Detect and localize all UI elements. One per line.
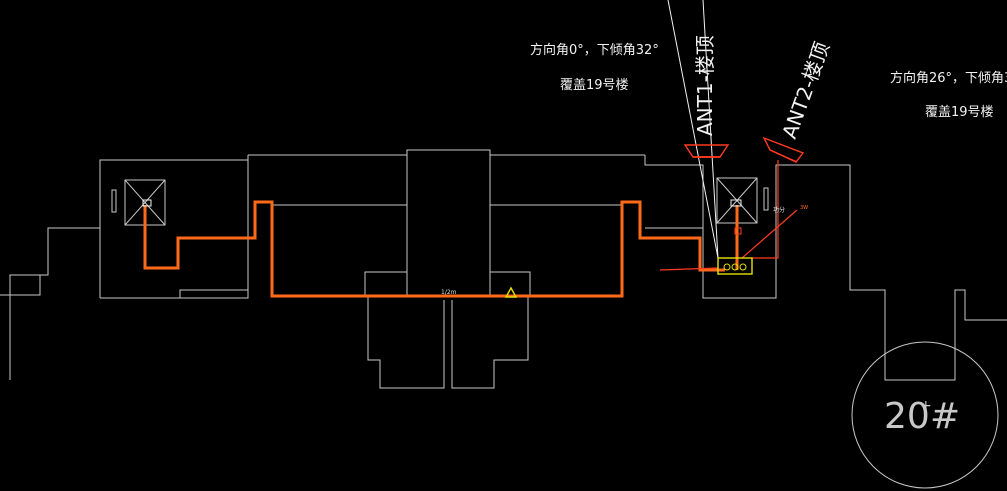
right-shaft-door xyxy=(763,187,769,211)
splitter-tag: 功分 xyxy=(773,206,785,214)
coupler xyxy=(734,227,742,235)
antenna-rays xyxy=(667,0,719,259)
lower-left-projection xyxy=(367,296,445,389)
building-number: 20 xyxy=(884,396,930,437)
splitter-box xyxy=(717,257,753,275)
building-suffix: # xyxy=(930,396,960,437)
antenna-2 xyxy=(762,136,805,163)
stair-left xyxy=(364,271,407,296)
svg-text:+: + xyxy=(920,398,932,414)
equipment xyxy=(142,199,753,298)
stair-right xyxy=(490,271,531,296)
ant2-coverage-label: 覆盖19号楼 xyxy=(925,105,994,120)
left-shaft-device xyxy=(142,199,152,207)
warning-triangle xyxy=(504,286,518,298)
antenna-1 xyxy=(683,144,730,158)
left-outline xyxy=(9,227,100,380)
central-core xyxy=(406,149,491,297)
side-tag: 3W xyxy=(800,205,808,211)
ant1-config-label: 方向角0°，下倾角32° xyxy=(530,42,659,58)
building-number-bubble: 20 + # xyxy=(851,341,999,489)
antenna-feeders xyxy=(659,160,798,271)
bubble-circle xyxy=(851,341,999,489)
right-wing xyxy=(644,155,851,299)
feeder-diag xyxy=(741,209,798,259)
feeder-left xyxy=(659,267,719,271)
left-wing-right xyxy=(179,289,248,298)
ant2-config-label: 方向角26°，下倾角32° xyxy=(890,70,1007,86)
antenna-1-body xyxy=(683,144,730,158)
right-outline xyxy=(849,228,1007,381)
left-inner-outline xyxy=(0,275,41,296)
cable-tag: 1/2m xyxy=(441,289,457,296)
lower-right-projection xyxy=(451,296,529,389)
right-shaft-device xyxy=(730,199,742,207)
ray-2 xyxy=(702,0,719,259)
feeder-ant2 xyxy=(752,160,779,259)
left-shaft-door xyxy=(111,189,117,213)
ray-1 xyxy=(667,0,719,259)
cable-route xyxy=(143,200,739,298)
main-feeder xyxy=(143,200,725,298)
ant2-label: ANT2-楼顶 xyxy=(777,39,834,142)
left-wing xyxy=(99,159,249,299)
ant1-coverage-label: 覆盖19号楼 xyxy=(560,78,629,93)
ant1-label: ANT1-楼顶 xyxy=(693,35,717,136)
